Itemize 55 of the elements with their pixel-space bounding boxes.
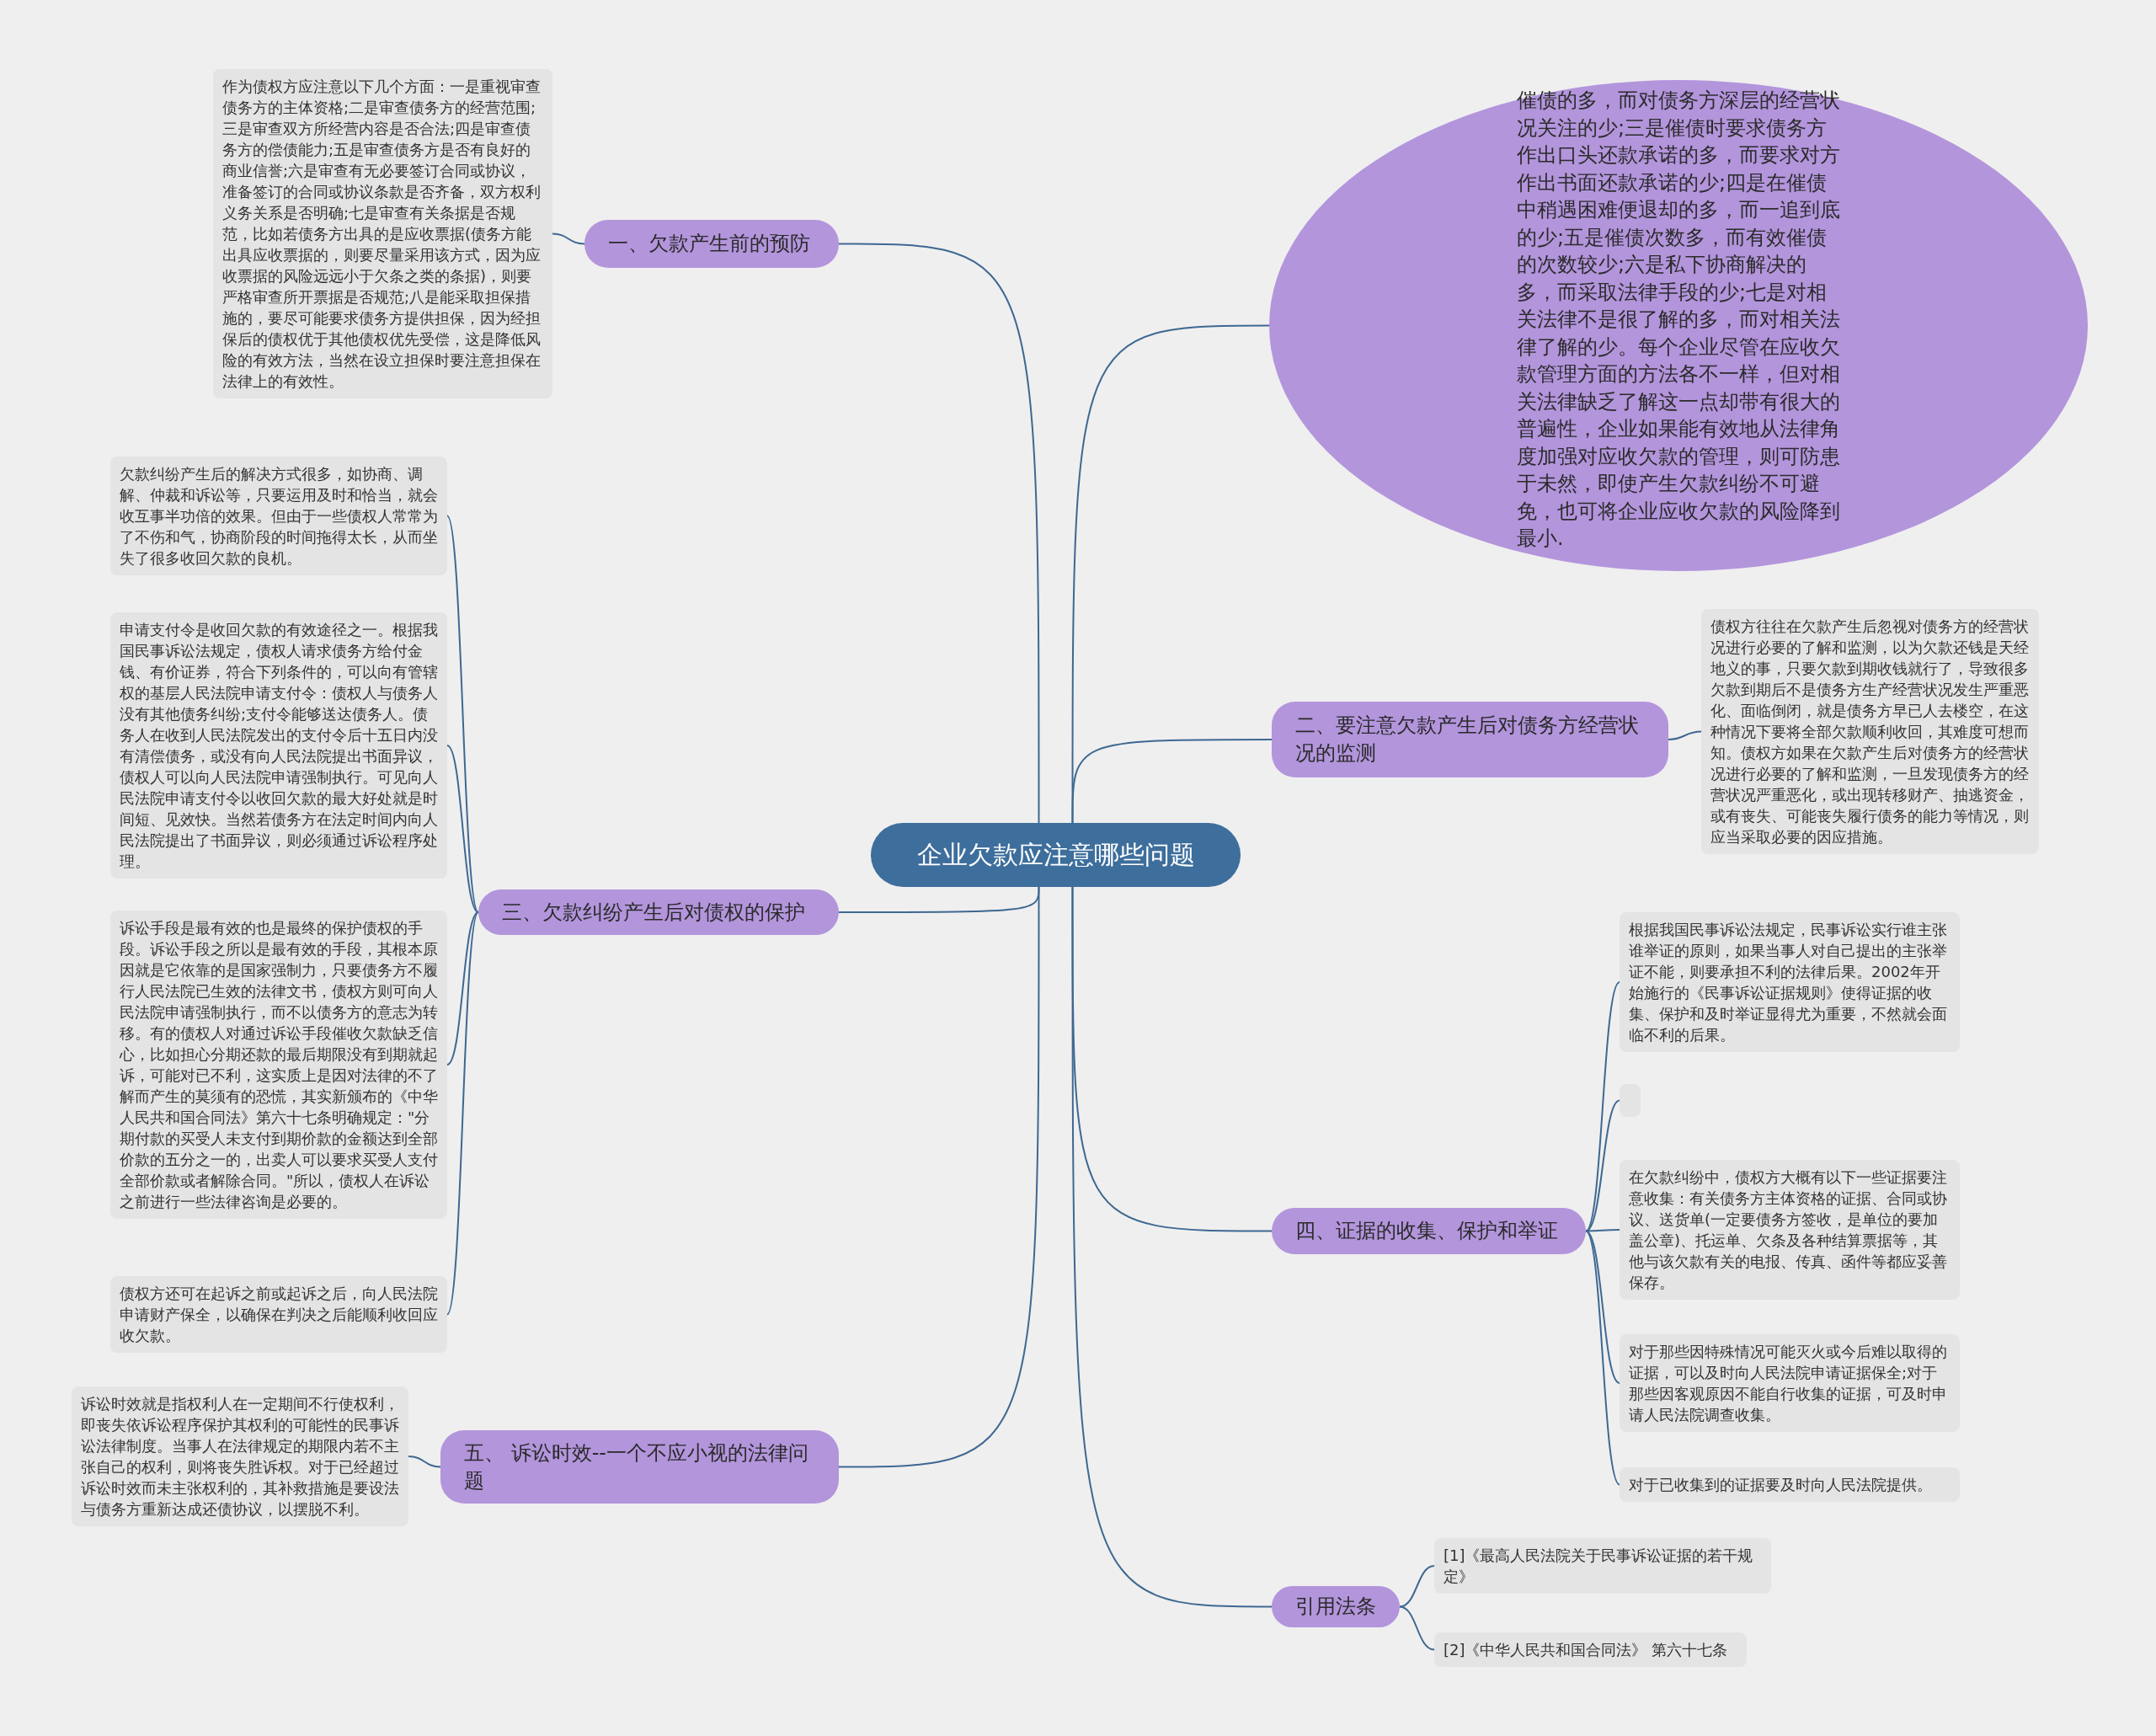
topic-text: 诉讼时效就是指权利人在一定期间不行使权利，即丧失依诉讼程序保护其权利的可能性的民事诉讼法律制度。当事人在法律规定的期限内若不主张自己的权利，则将丧失胜诉权。对于已经超过诉讼时效而未主张权利的，其补救措施是要设法与债务方重新达成还债协议，以摆脱不利。 — [81, 1394, 399, 1520]
branch-line — [446, 745, 479, 913]
branch-line — [1668, 730, 1702, 740]
topic-text: 引用法条 — [1295, 1594, 1376, 1620]
topic-text: 对于那些因特殊情况可能灭火或今后难以取得的证据，可以及时向人民法院申请证据保全;对于那些因客观原因不能自行收集的证据，可及时申请人民法院调查收集。 — [1629, 1342, 1948, 1425]
note-card — [1434, 1538, 1771, 1594]
topic-text: 四、证据的收集、保护和举证 — [1295, 1218, 1558, 1244]
topic-text: 作为债权方应注意以下几个方面：一是重视审查债务方的主体资格;二是审查债务方的经营范围;三是审查双方所经营内容是否合法;四是审查债务方的偿债能力;五是审查债务方是否有良好的商业信誉;六是审查有无必要签订合同或协议，准备签订的合同或协议条款是否齐备，双方权利义务关系是否明确;七是审查有关条据是否规范，比如若债务方出具的是应收票据(债务方能出具应收票据的，则要尽量采用该方式，因为应收票据的风险远远小于欠条之类的条据)，则要严格审查所开票据是否规范;八是能采取担保措施的，要尽可能要求债务方提供担保，因为经担保后的债权优于其他债权优先受偿，这是降低风险的有效方法，当然在设立担保时要注意担保在法律上的有效性。 — [222, 77, 542, 392]
branch-line — [1585, 1229, 1620, 1232]
topic-text: 对于已收集到的证据要及时向人民法院提供。 — [1629, 1475, 1933, 1495]
note-card — [1620, 1334, 1960, 1432]
note-card — [72, 1386, 408, 1526]
branch-line — [1585, 1230, 1620, 1486]
topic-text: 申请支付令是收回欠款的有效途径之一。根据我国民事诉讼法规定，债权人请求债务方给付金钱、有价证券，符合下列条件的，可以向有管辖权的基层人民法院申请支付令：债权人与债务人没有其他债务纠纷;支付令能够送达债务人。债务人在收到人民法院发出的支付令后十五日内没有清偿债务，或没有向人民法院提出书面异议，债权人可以向人民法院申请强制执行。可见向人民法院申请支付令以收回欠款的最大好处就是时间短、见效快。当然若债务方在法定时间内向人民法院提出了书面异议，则必须通过诉讼程序处理。 — [120, 620, 438, 872]
topic-text: 债权方往往在欠款产生后忽视对债务方的经营状况进行必要的了解和监测，以为欠款还钱是天经地义的事，只要欠款到期收钱就行了，导致很多欠款到期后不是债务方生产经营状况发生严重恶化、面临倒闭，就是债务方早已人去楼空，在这种情况下要将全部欠款顺利收回，其难度可想而知。债权方如果在欠款产生后对债务方的经营状况进行必要的了解和监测，一旦发现债务方的经营状况严重恶化，或出现转移财产、抽逃资金，或有丧失、可能丧失履行债务的能力等情况，则应当采取必要的因应措施。 — [1710, 617, 2030, 847]
topic-text: 五、 诉讼时效--一个不应小视的法律问题 — [464, 1440, 809, 1494]
branch-topic — [1272, 1208, 1586, 1254]
branch-line — [838, 243, 1040, 824]
note-card — [1620, 1467, 1960, 1502]
topic-text: 三、欠款纠纷产生后对债权的保护 — [502, 899, 805, 926]
note-card — [1620, 1160, 1960, 1300]
note-card — [110, 1276, 447, 1353]
note-card — [110, 457, 447, 575]
topic-text: 企业欠款应注意哪些问题 — [916, 838, 1195, 871]
branch-topic — [1272, 1586, 1400, 1627]
branch-line — [1071, 886, 1273, 1608]
branch-line — [1399, 1565, 1435, 1608]
branch-line — [838, 886, 1040, 1468]
branch-line — [408, 1456, 441, 1468]
topic-text: 一、欠款产生前的预防 — [608, 231, 810, 257]
branch-line — [1399, 1605, 1435, 1651]
topic-text: 根据我国民事诉讼法规定，民事诉讼实行谁主张谁举证的原则，如果当事人对自己提出的主张举证不能，则要承担不利的法律后果。2002年开始施行的《民事诉讼证据规则》使得证据的收集、保护和及时举证显得尤为重要，不然就会面临不利的后果。 — [1629, 920, 1948, 1045]
empty-card — [1620, 1084, 1641, 1117]
topic-text: 二、要注意欠款产生后对债务方经营状况的监测 — [1295, 713, 1640, 767]
branch-line — [1071, 739, 1273, 824]
branch-line — [552, 232, 585, 245]
topic-text: [1]《最高人民法院关于民事诉讼证据的若干规定》 — [1444, 1546, 1754, 1587]
topic-text: 在欠款纠纷中，债权方大概有以下一些证据要注意收集：有关债务方主体资格的证据、合同或协议、送货单(一定要债务方签收，是单位的要加盖公章)、托运单、欠条及各种结算票据等，其他与该欠款有关的电报、传真、函件等都应妥善保存。 — [1629, 1167, 1948, 1293]
branch-line — [1585, 1099, 1620, 1232]
branch-topic — [584, 220, 839, 268]
topic-text: 欠款纠纷产生后的解决方式很多，如协商、调解、仲裁和诉讼等，只要运用及时和恰当，就会收互事半功倍的效果。但由于一些债权人常常为了不伤和气，协商阶段的时间拖得太长，从而坐失了很多收回欠款的良机。 — [120, 464, 438, 569]
branch-line — [446, 911, 479, 1316]
branch-line — [1585, 1230, 1620, 1384]
branch-topic — [440, 1430, 839, 1504]
branch-line — [1071, 324, 1270, 824]
note-card — [1620, 912, 1960, 1052]
branch-topic — [478, 889, 839, 935]
topic-text: 债权方还可在起诉之前或起诉之后，向人民法院申请财产保全，以确保在判决之后能顺利收回应收欠款。 — [120, 1284, 438, 1346]
branch-topic — [1272, 702, 1668, 777]
note-card — [1434, 1632, 1747, 1667]
topic-text: 诉讼手段是最有效的也是最终的保护债权的手段。诉讼手段之所以是最有效的手段，其根本原因就是它依靠的是国家强制力，只要债务方不履行人民法院已生效的法律文书，债权方则可向人民法院申请强制执行，而不以债务方的意志为转移。有的债权人对通过诉讼手段催收欠款缺乏信心，比如担心分期还款的最后期限没有到期就起诉，可能对已不利，这实质上是因对法律的不了解而产生的莫须有的恐慌，其实新颁布的《中华人民共和国合同法》第六十七条明确规定："分期付款的买受人未支付到期价款的金额达到全部价款的五分之一的，出卖人可以要求买受人支付全部价款或者解除合同。"所以，债权人在诉讼之前进行一些法律咨询是必要的。 — [120, 918, 438, 1212]
topic-text: [2]《中华人民共和国合同法》 第六十七条 — [1444, 1640, 1729, 1660]
branch-line — [446, 515, 479, 913]
branch-line — [446, 911, 479, 1066]
topic-text: 催债的多，而对债务方深层的经营状况关注的少;三是催债时要求债务方作出口头还款承诺的多，而要求对方作出书面还款承诺的少;四是在催债中稍遇困难便退却的多，而一追到底的少;五是催债次数多，而有效催债的次数较少;六是私下协商解决的多，而采取法律手段的少;七是对相关法律不是很了解的多，而对相关法律了解的少。每个企业尽管在应收欠款管理方面的方法各不一样，但对相关法律缺乏了解这一点却带有很大的普遍性，企业如果能有效地从法律角度加强对应收欠款的管理，则可防患于未然，即使产生欠款纠纷不可避免，也可将企业应收欠款的风险降到最小. — [1517, 88, 1840, 552]
